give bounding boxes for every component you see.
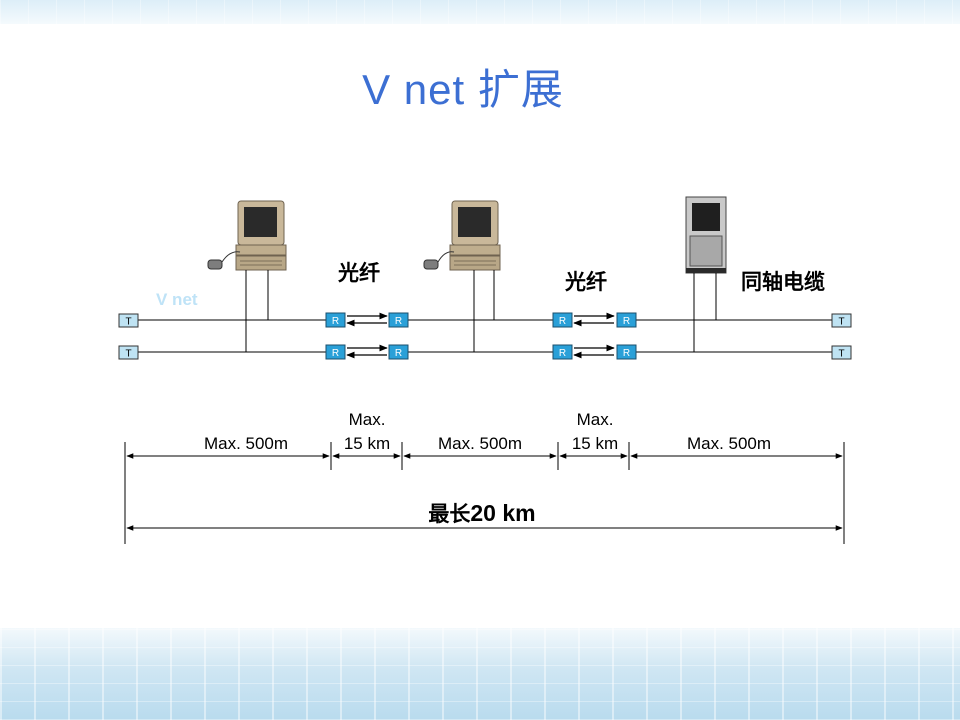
repeater-1a-top: R xyxy=(325,312,346,328)
segment-1-label: Max. 500m xyxy=(204,434,288,453)
svg-text:R: R xyxy=(559,348,566,359)
svg-text:T: T xyxy=(125,317,131,328)
terminator-right-top: T xyxy=(831,313,852,328)
svg-text:T: T xyxy=(838,317,844,328)
repeater-1b-top: R xyxy=(388,312,409,328)
total-length-prefix: 最长 xyxy=(428,501,471,526)
bottom-decor-band xyxy=(0,628,960,720)
svg-text:T: T xyxy=(838,349,844,360)
workstation-1-icon xyxy=(207,200,287,271)
coax-label: 同轴电缆 xyxy=(741,269,825,294)
repeater-1b-bottom: R xyxy=(388,344,409,360)
terminator-right-bottom: T xyxy=(831,345,852,360)
bus-lines xyxy=(138,270,832,353)
controller-cabinet-icon xyxy=(685,196,727,274)
svg-text:T: T xyxy=(125,349,131,360)
total-length-label: 最长20 km xyxy=(428,500,535,526)
segment-3-label: Max. 500m xyxy=(687,434,771,453)
svg-text:R: R xyxy=(623,316,630,327)
fiber-links xyxy=(346,312,615,359)
repeater-2a-bottom: R xyxy=(552,344,573,360)
svg-text:R: R xyxy=(559,316,566,327)
svg-text:R: R xyxy=(395,348,402,359)
workstation-2-icon xyxy=(423,200,501,271)
fiber-label-1: 光纤 xyxy=(337,260,380,285)
svg-text:R: R xyxy=(332,348,339,359)
top-decor-band xyxy=(0,0,960,24)
repeater-1a-bottom: R xyxy=(325,344,346,360)
dimension-ticks xyxy=(124,442,845,544)
fiber-2-distance-line1: Max. xyxy=(577,410,614,429)
vnet-label: V net xyxy=(156,290,198,309)
total-length-value: 20 km xyxy=(470,500,535,526)
fiber-1-distance-line2: 15 km xyxy=(344,434,390,453)
svg-text:R: R xyxy=(623,348,630,359)
repeater-2a-top: R xyxy=(552,312,573,328)
svg-text:R: R xyxy=(332,316,339,327)
repeater-2b-bottom: R xyxy=(616,344,637,360)
fiber-1-distance-line1: Max. xyxy=(349,410,386,429)
dimension-arrows xyxy=(126,453,843,531)
repeater-2b-top: R xyxy=(616,312,637,328)
svg-text:R: R xyxy=(395,316,402,327)
terminator-left-top: T xyxy=(118,313,139,328)
segment-2-label: Max. 500m xyxy=(438,434,522,453)
page-title: V net 扩展 xyxy=(362,66,564,113)
fiber-label-2: 光纤 xyxy=(564,269,607,294)
terminator-left-bottom: T xyxy=(118,345,139,360)
fiber-2-distance-line2: 15 km xyxy=(572,434,618,453)
